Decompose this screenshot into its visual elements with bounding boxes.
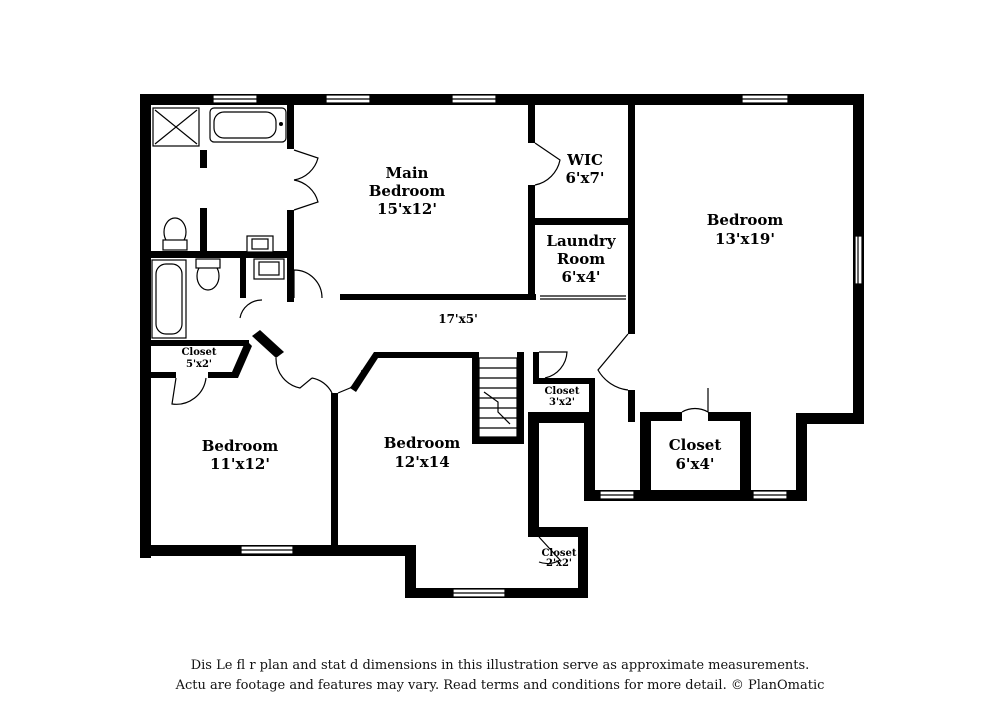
- doors: [171, 142, 709, 565]
- bedroom-ne-size: 13'x19': [715, 230, 775, 248]
- main-bedroom-size: 15'x12': [377, 200, 437, 218]
- windows: [212, 94, 863, 598]
- bedroom-s-name: Bedroom: [384, 434, 461, 452]
- closet-s-size: 2'x2': [546, 558, 572, 569]
- laundry-name-2: Room: [557, 250, 605, 268]
- disclaimer-line-1: Dis Le fl r plan and stat d dimensions i…: [190, 658, 810, 673]
- bedroom-ne-name: Bedroom: [707, 211, 784, 229]
- room-labels: Main Bedroom 15'x12' WIC 6'x7' Laundry R…: [181, 151, 783, 569]
- bedroom-sw-size: 11'x12': [210, 455, 270, 473]
- bedroom-s-size: 12'x14: [394, 453, 449, 471]
- main-bedroom-name-2: Bedroom: [369, 182, 446, 200]
- closet-w-size: 5'x2': [186, 359, 212, 370]
- closet-s-name: Closet: [541, 548, 576, 559]
- closet-ne-name: Closet: [669, 436, 722, 454]
- closet-w-name: Closet: [181, 347, 216, 358]
- closet-center-size: 3'x2': [549, 397, 575, 408]
- interior-walls: [151, 94, 751, 553]
- stairs: [478, 357, 518, 438]
- bedroom-sw-name: Bedroom: [202, 437, 279, 455]
- wic-size: 6'x7': [565, 169, 604, 187]
- main-bedroom-name-1: Main: [386, 164, 429, 182]
- wic-name: WIC: [566, 151, 603, 169]
- disclaimer: Dis Le fl r plan and stat d dimensions i…: [0, 656, 1000, 696]
- disclaimer-line-2: Actu are footage and features may vary. …: [175, 678, 825, 693]
- bathroom-fixtures: [151, 107, 287, 339]
- closet-ne-size: 6'x4': [675, 455, 714, 473]
- laundry-size: 6'x4': [561, 268, 600, 286]
- closet-center-name: Closet: [544, 386, 579, 397]
- hall-size: 17'x5': [438, 312, 478, 326]
- laundry-name-1: Laundry: [546, 232, 616, 250]
